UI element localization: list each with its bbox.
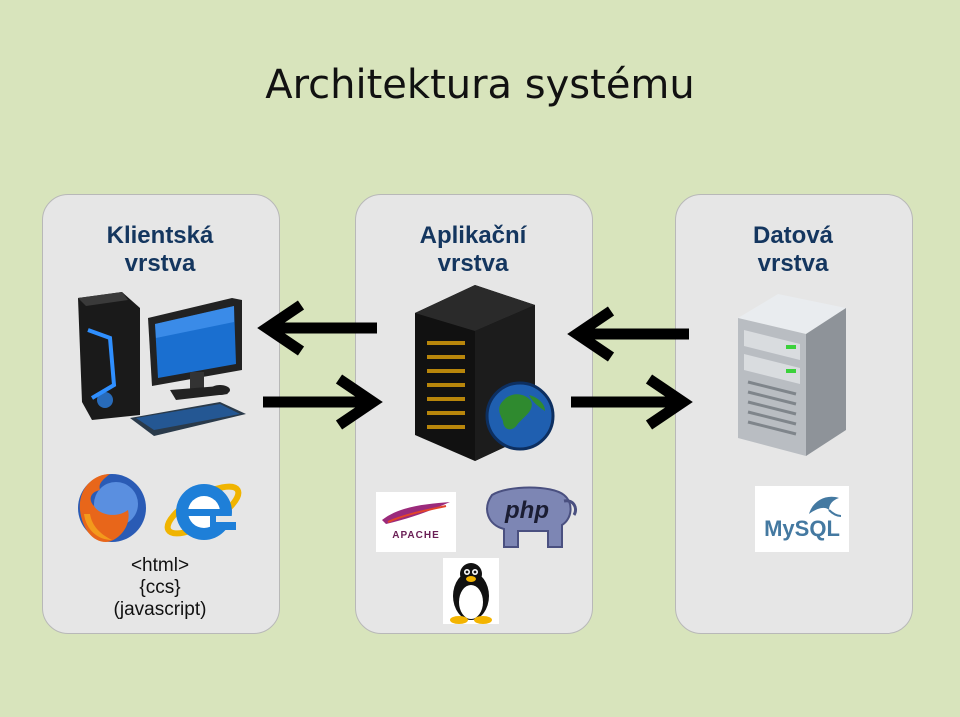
data-layer-title: Datová vrstva <box>675 222 911 278</box>
data-layer-title-line1: Datová <box>752 222 834 249</box>
desktop-computer-icon <box>78 292 246 436</box>
client-layer-title-line2: vrstva <box>124 250 196 277</box>
php-logo: php <box>478 485 580 551</box>
web-server-globe-icon <box>415 285 555 461</box>
application-layer-title: Aplikační vrstva <box>355 222 591 278</box>
arrow-left-icon <box>257 300 377 356</box>
application-layer-title-line2: vrstva <box>437 250 509 277</box>
application-layer-title-line1: Aplikační <box>419 222 527 249</box>
html-label: <html> <box>130 555 190 576</box>
linux-tux-icon <box>443 558 499 624</box>
database-server-icon <box>738 294 846 456</box>
internet-explorer-logo-icon <box>164 483 242 540</box>
arrow-right-icon <box>263 374 383 430</box>
apache-logo: APACHE <box>376 492 456 552</box>
mysql-dolphin-icon <box>809 496 842 517</box>
client-layer-title-line1: Klientská <box>106 222 214 249</box>
javascript-label: (javascript) <box>113 599 207 620</box>
firefox-logo-icon <box>78 474 146 542</box>
arrow-right-icon <box>571 374 693 430</box>
diagram-title: Architektura systému <box>265 62 695 108</box>
php-logo-text: php <box>505 497 549 524</box>
php-elephant-icon <box>486 486 578 548</box>
mysql-logo-text: MySQL <box>764 516 840 541</box>
app-data-arrows <box>567 306 693 430</box>
client-app-arrows <box>257 300 383 430</box>
css-label: {ccs} <box>139 577 181 598</box>
apache-feather-icon <box>382 502 450 524</box>
mysql-logo: MySQL <box>755 486 849 552</box>
arrow-left-icon <box>567 306 689 362</box>
data-layer-title-line2: vrstva <box>757 250 829 277</box>
client-technologies: <html> {ccs} (javascript) <box>42 555 278 621</box>
client-layer-title: Klientská vrstva <box>42 222 278 278</box>
apache-logo-text: APACHE <box>392 530 440 541</box>
